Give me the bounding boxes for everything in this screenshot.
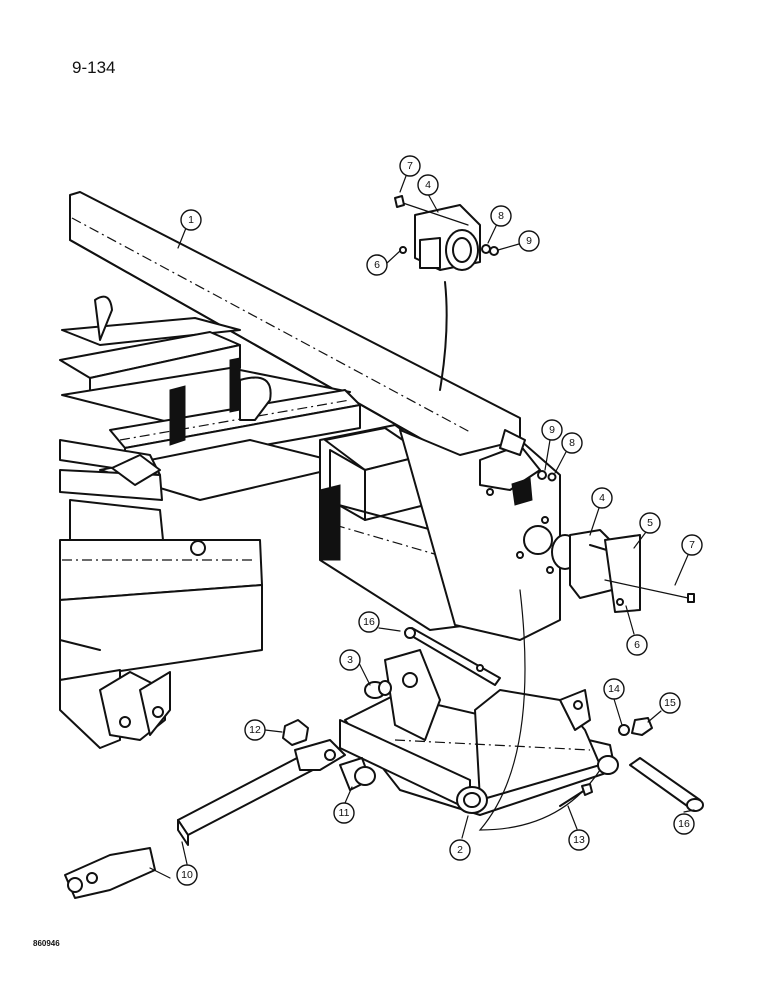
bushing xyxy=(364,680,392,699)
svg-text:6: 6 xyxy=(634,639,640,651)
svg-text:15: 15 xyxy=(664,697,676,709)
svg-text:7: 7 xyxy=(689,539,695,551)
svg-text:13: 13 xyxy=(573,834,585,846)
frame-cross-members xyxy=(59,295,361,501)
svg-text:12: 12 xyxy=(249,724,261,736)
callout-12: 12 xyxy=(244,719,266,741)
hex-bolt xyxy=(339,757,376,791)
callout-9-upper: 9 xyxy=(518,230,540,252)
callout-9-lower: 9 xyxy=(541,419,563,441)
drawing-code: 860946 xyxy=(33,939,60,948)
callout-4-upper: 4 xyxy=(417,174,439,196)
nut xyxy=(631,717,653,736)
svg-text:16: 16 xyxy=(363,616,375,628)
pivot-arm xyxy=(339,649,619,816)
reference-curve-lower xyxy=(478,589,601,831)
callout-14: 14 xyxy=(603,678,625,700)
svg-text:7: 7 xyxy=(407,160,413,172)
hex-nut xyxy=(282,719,309,746)
callout-15: 15 xyxy=(659,692,681,714)
washer xyxy=(618,724,630,736)
pivot-pin-lower xyxy=(629,757,704,812)
svg-text:4: 4 xyxy=(425,179,431,191)
pivot-pin-upper xyxy=(404,627,501,686)
leader-lines xyxy=(149,175,695,879)
washer-frame xyxy=(547,472,557,482)
bolt xyxy=(559,789,586,807)
callout-8-upper: 8 xyxy=(490,205,512,227)
bolt-head xyxy=(581,783,593,796)
upper-bearing-bracket xyxy=(394,195,499,271)
svg-text:9: 9 xyxy=(526,235,532,247)
callout-7-lower: 7 xyxy=(681,534,703,556)
svg-text:10: 10 xyxy=(181,869,193,881)
callout-2: 2 xyxy=(449,839,471,861)
svg-text:8: 8 xyxy=(569,437,575,449)
callout-6-upper: 6 xyxy=(366,254,388,276)
callout-5: 5 xyxy=(639,512,661,534)
svg-text:9: 9 xyxy=(549,424,555,436)
frame-lower-clevis xyxy=(99,671,171,741)
callout-10: 10 xyxy=(176,864,198,886)
callout-1: 1 xyxy=(180,209,202,231)
svg-text:8: 8 xyxy=(498,210,504,222)
svg-text:3: 3 xyxy=(347,654,353,666)
svg-text:4: 4 xyxy=(599,492,605,504)
callout-3: 3 xyxy=(339,649,361,671)
nut-frame xyxy=(537,470,547,480)
svg-text:16: 16 xyxy=(678,818,690,830)
svg-text:14: 14 xyxy=(608,683,620,695)
callout-16-lower: 16 xyxy=(673,813,695,835)
callout-16-upper: 16 xyxy=(358,611,380,633)
reference-curve-upper xyxy=(439,281,448,391)
svg-text:6: 6 xyxy=(374,259,380,271)
svg-text:2: 2 xyxy=(457,844,463,856)
callout-13: 13 xyxy=(568,829,590,851)
callout-8-lower: 8 xyxy=(561,432,583,454)
callout-11: 11 xyxy=(333,802,355,824)
svg-text:1: 1 xyxy=(188,214,194,226)
callout-4-lower: 4 xyxy=(591,487,613,509)
center-hitch-box xyxy=(319,424,561,641)
callout-7-upper: 7 xyxy=(399,155,421,177)
lower-bearing-bracket xyxy=(551,529,695,613)
svg-text:11: 11 xyxy=(339,807,350,819)
page-number: 9-134 xyxy=(72,58,116,77)
svg-text:5: 5 xyxy=(647,517,653,529)
draw-link xyxy=(64,739,346,899)
callout-6-lower: 6 xyxy=(626,634,648,656)
